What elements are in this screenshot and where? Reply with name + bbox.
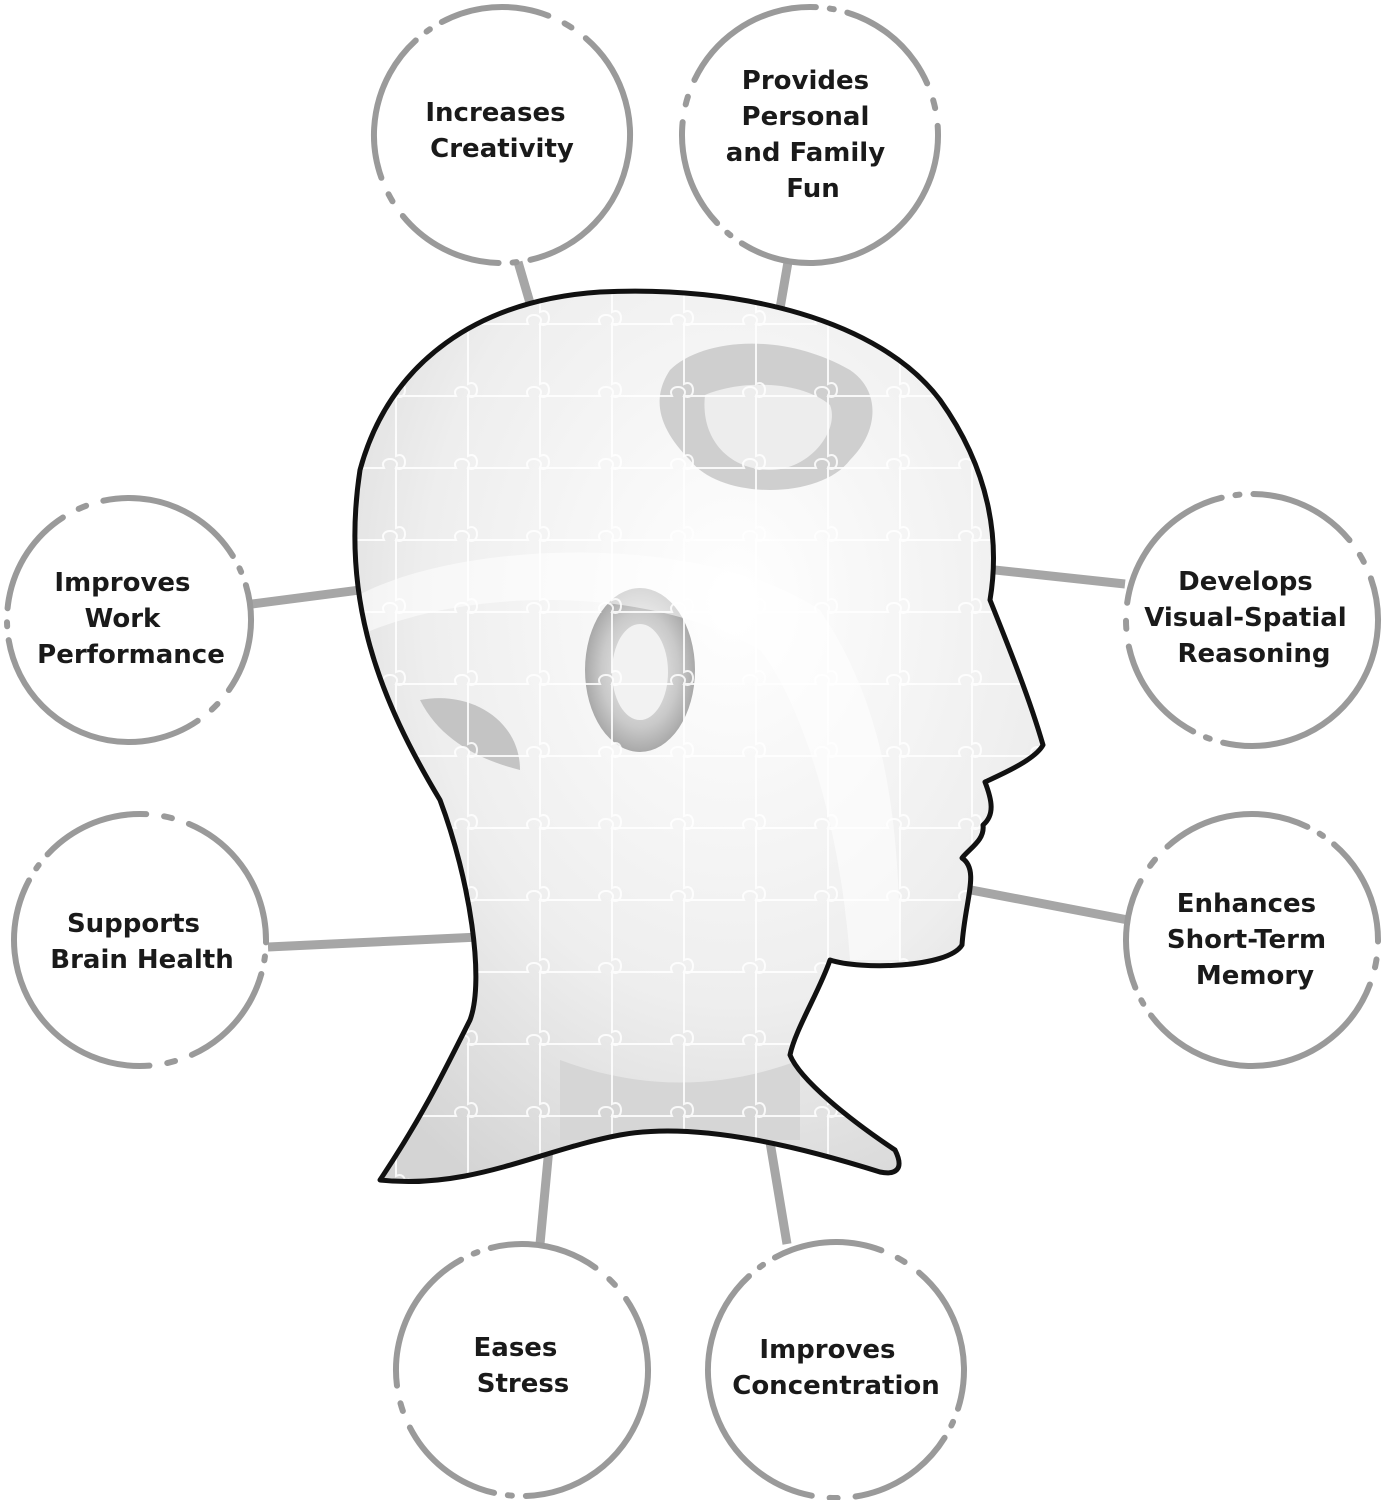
svg-text:Enhances Short-Term: Enhances Short-Term Memory <box>1167 889 1335 991</box>
benefit-circle-stress <box>393 1241 651 1499</box>
benefit-text-line: Concentration <box>732 1371 940 1401</box>
benefit-text-line: Provides <box>742 66 869 96</box>
benefit-text-line: Work <box>85 604 161 634</box>
svg-text:Eases Stress: Eases Stress <box>474 1333 570 1399</box>
benefit-improves-concentration: Improves Concentration <box>732 1335 940 1401</box>
svg-text:Improves Concentration: Improves Concentration <box>732 1335 940 1401</box>
benefit-text-line: Supports <box>67 909 200 939</box>
benefit-short-term-memory: Enhances Short-Term Memory <box>1167 889 1335 991</box>
benefit-text-line: Fun <box>786 174 840 204</box>
benefit-supports-brain-health: Supports Brain Health <box>50 909 233 975</box>
benefit-circle-concentration <box>705 1239 967 1500</box>
benefit-improves-work-performance: Improves Work Performance <box>37 568 225 670</box>
svg-text:Develops Visual-Spatial: Develops Visual-Spatial Reasoning <box>1144 567 1356 669</box>
benefit-text-line: Improves <box>759 1335 895 1365</box>
benefit-eases-stress: Eases Stress <box>474 1333 570 1399</box>
benefit-text-line: Memory <box>1196 961 1314 991</box>
benefit-text-line: Creativity <box>430 134 574 164</box>
benefit-circle-fun <box>679 4 941 266</box>
head-silhouette-icon <box>352 288 1046 1185</box>
puzzle-pattern-icon <box>354 291 1044 1182</box>
svg-text:Increases Creativity: Increases Creativity <box>425 98 574 164</box>
benefit-personal-family-fun: Provides Personal and Family Fun <box>726 66 894 204</box>
benefit-text-line: Enhances <box>1177 889 1316 919</box>
benefit-circle-visual <box>1123 491 1381 749</box>
benefit-text-line: Eases <box>474 1333 558 1363</box>
benefit-circle-brain <box>11 811 269 1069</box>
benefit-circle-creativity <box>371 4 633 266</box>
benefit-text-line: Short-Term <box>1167 925 1326 955</box>
benefit-text-line: Increases <box>425 98 565 128</box>
benefit-text-line: Personal <box>742 102 870 132</box>
benefit-text-line: Stress <box>477 1369 570 1399</box>
benefit-increases-creativity: Increases Creativity <box>425 98 574 164</box>
svg-text:Improves Work Perf: Improves Work Performance <box>37 568 225 670</box>
benefit-circle-work <box>4 495 254 745</box>
svg-text:Supports Brain Health: Supports Brain Health <box>50 909 233 975</box>
benefit-circle-memory <box>1123 811 1381 1069</box>
benefit-text-line: Performance <box>37 640 225 670</box>
benefit-text-line: Reasoning <box>1177 639 1330 669</box>
benefit-text-line: Brain Health <box>50 945 233 975</box>
benefit-text-line: Develops <box>1178 567 1313 597</box>
benefit-visual-spatial-reasoning: Develops Visual-Spatial Reasoning <box>1144 567 1356 669</box>
svg-text:Provides Personal: Provides Personal and Family Fun <box>726 66 894 204</box>
benefit-text-line: Visual-Spatial <box>1144 603 1347 633</box>
benefit-text-line: and Family <box>726 138 885 168</box>
benefit-text-line: Improves <box>54 568 190 598</box>
